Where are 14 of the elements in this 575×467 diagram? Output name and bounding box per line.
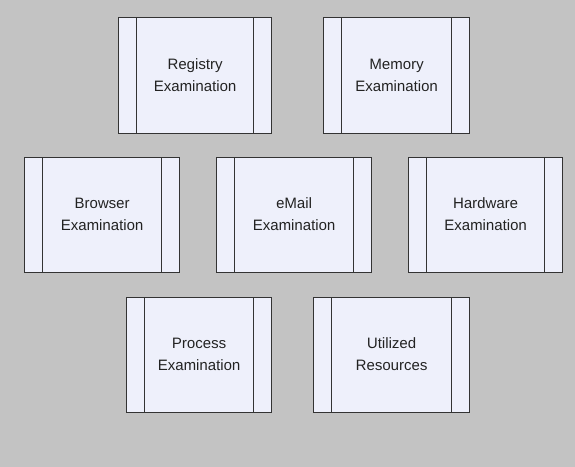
box-label: Utilized Resources [354, 334, 428, 376]
process-box [408, 157, 563, 273]
process-box [126, 297, 272, 413]
box-label: Hardware Examination [443, 194, 528, 236]
process-box [323, 17, 470, 134]
process-box [24, 157, 180, 273]
box-label: Registry Examination [152, 54, 238, 96]
box-label: eMail Examination [252, 194, 336, 236]
process-box [118, 17, 272, 134]
box-label: Browser Examination [60, 194, 144, 236]
box-label: Memory Examination [354, 54, 439, 96]
process-box [313, 297, 470, 413]
process-box [216, 157, 372, 273]
box-label: Process Examination [156, 334, 242, 376]
